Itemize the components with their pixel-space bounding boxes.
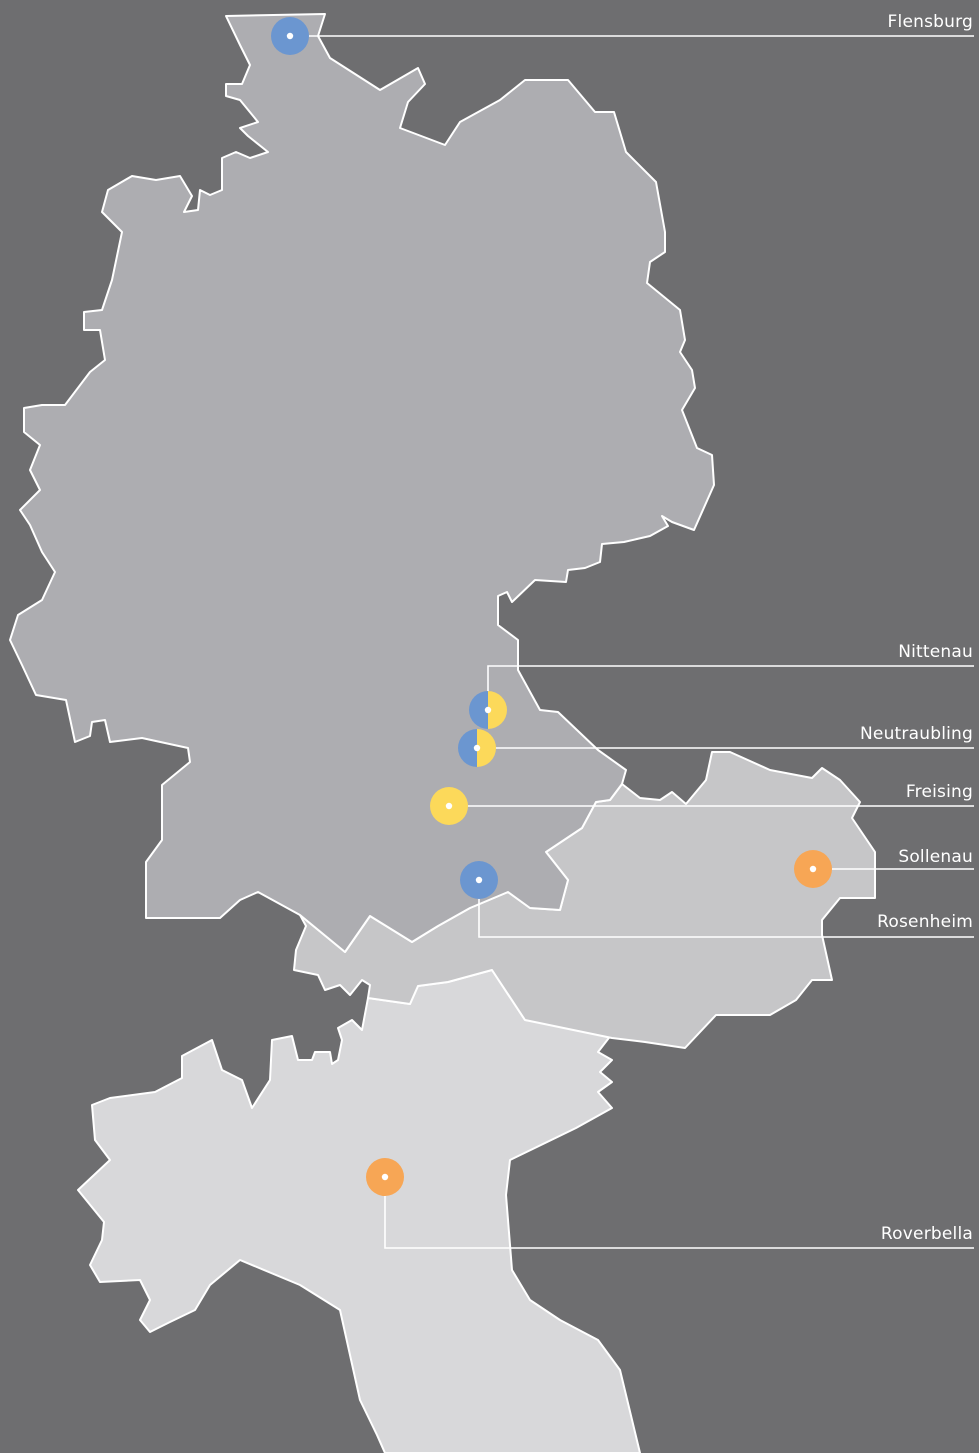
label-freising: Freising <box>905 782 973 802</box>
marker-half-right-neutraubling <box>477 729 496 767</box>
label-sollenau: Sollenau <box>898 847 973 867</box>
marker-flensburg[interactable] <box>271 17 309 55</box>
marker-center-dot-rosenheim <box>475 876 483 884</box>
marker-center-dot-sollenau <box>809 865 817 873</box>
region-italy <box>77 969 641 1453</box>
marker-center-dot-flensburg <box>286 32 294 40</box>
marker-rosenheim[interactable] <box>460 861 498 899</box>
label-nittenau: Nittenau <box>898 642 973 662</box>
markers <box>271 17 832 1196</box>
marker-nittenau[interactable] <box>469 691 507 729</box>
leader-line-roverbella <box>384 1177 974 1249</box>
marker-center-dot-roverbella <box>381 1173 389 1181</box>
marker-center-dot-freising <box>445 802 453 810</box>
label-neutraubling: Neutraubling <box>860 724 973 744</box>
marker-freising[interactable] <box>430 787 468 825</box>
region-germany <box>9 13 715 953</box>
marker-neutraubling[interactable] <box>458 729 496 767</box>
marker-center-dot-neutraubling <box>473 744 481 752</box>
marker-roverbella[interactable] <box>366 1158 404 1196</box>
marker-half-left-neutraubling <box>458 729 477 767</box>
leader-line-nittenau <box>487 665 974 710</box>
label-roverbella: Roverbella <box>880 1224 973 1244</box>
marker-half-right-nittenau <box>488 691 507 729</box>
label-flensburg: Flensburg <box>887 12 973 32</box>
marker-half-left-nittenau <box>469 691 488 729</box>
label-rosenheim: Rosenheim <box>877 912 973 932</box>
marker-sollenau[interactable] <box>794 850 832 888</box>
marker-center-dot-nittenau <box>484 706 492 714</box>
